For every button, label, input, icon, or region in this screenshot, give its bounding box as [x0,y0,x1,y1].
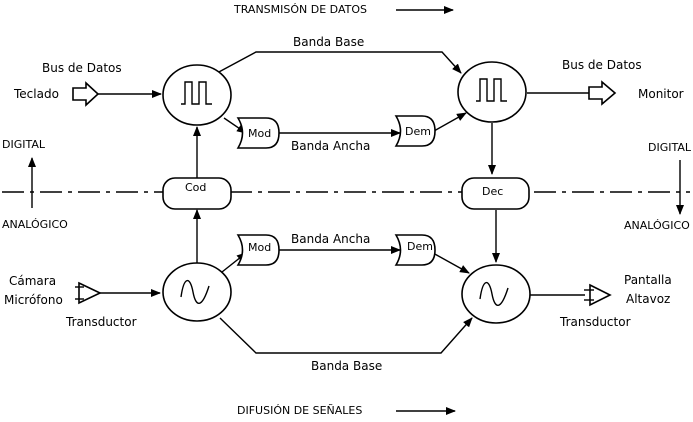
analog-dest-node [461,264,531,324]
dem-block-bottom [394,234,436,266]
title-difusion: DIFUSIÓN DE SEÑALES [237,404,362,417]
camara-label: Cámara [9,274,56,288]
digital-dest-node [457,61,527,123]
left-bus-label: Bus de Datos [42,61,122,75]
dem-bottom-label: Dem [407,240,433,253]
mod-bottom-label: Mod [248,241,271,254]
mod-block-bottom [236,234,280,266]
title-transmision: TRANSMISÓN DE DATOS [233,3,367,16]
left-transductor-label: Transductor [65,315,137,329]
bottom-banda-base-label: Banda Base [311,359,382,373]
altavoz-label: Altavoz [626,292,670,306]
microfono-label: Micrófono [4,293,63,307]
right-bus-label: Bus de Datos [562,58,642,72]
bottom-banda-ancha-label: Banda Ancha [291,232,370,246]
square-wave-icon [476,78,507,102]
dem-block-top [394,115,436,147]
dem-to-digital-line [433,112,467,132]
top-banda-base-label: Banda Base [293,35,364,49]
monitor-label: Monitor [638,87,684,101]
bottom-banda-base-path [219,317,473,354]
cod-label: Cod [185,181,206,194]
right-digital-label: DIGITAL [648,141,692,154]
sine-wave-icon [180,279,210,304]
top-banda-base-path [216,51,462,74]
keyboard-input-arrow-icon [72,81,100,107]
pantalla-label: Pantalla [624,273,672,287]
digital-source-node [162,64,232,126]
monitor-output-arrow-icon [588,80,617,106]
left-transducer-icon [78,281,102,305]
dem-top-label: Dem [405,125,431,138]
square-wave-icon [181,81,212,105]
mod-block-top [236,117,280,149]
analog-source-node [162,262,232,322]
right-analog-label: ANALÓGICO [624,219,690,232]
dec-block [461,177,530,210]
dec-label: Dec [482,185,503,198]
dem-to-analog-line [432,252,470,274]
top-banda-ancha-label: Banda Ancha [291,139,370,153]
right-transducer-icon [589,283,612,307]
mod-top-label: Mod [248,127,271,140]
sine-wave-icon [479,281,509,306]
left-digital-label: DIGITAL [2,138,46,151]
teclado-label: Teclado [13,87,59,101]
cod-block [162,177,232,210]
right-transductor-label: Transductor [559,315,631,329]
left-analog-label: ANALÓGICO [2,218,68,231]
